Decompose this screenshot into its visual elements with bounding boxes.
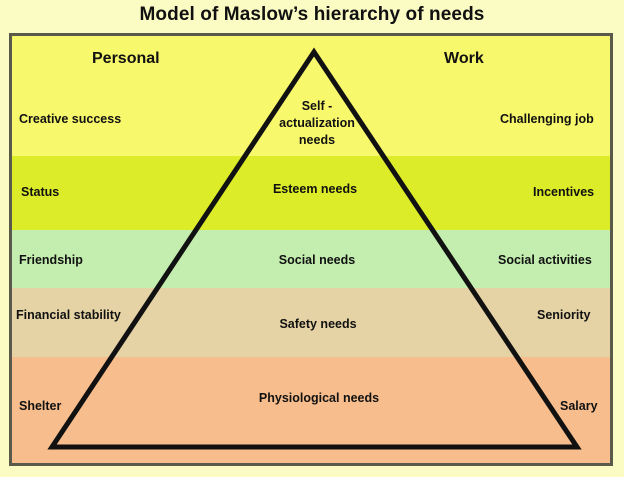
- level-band-social: [12, 230, 610, 288]
- level-band-esteem: [12, 156, 610, 230]
- personal-label-esteem: Status: [21, 185, 60, 199]
- work-label-safety: Seniority: [537, 308, 591, 322]
- need-line: Self -: [301, 99, 333, 113]
- diagram-frame: [9, 33, 613, 466]
- need-line: needs: [298, 133, 336, 147]
- personal-label-social: Friendship: [19, 253, 83, 267]
- personal-column-header: Personal: [92, 50, 160, 67]
- personal-label-safety: Financial stability: [16, 308, 121, 322]
- diagram-title: Model of Maslow’s hierarchy of needs: [139, 4, 485, 25]
- work-label-physiological: Salary: [560, 399, 598, 413]
- work-column-header: Work: [444, 50, 484, 67]
- work-label-esteem: Incentives: [533, 185, 595, 199]
- work-label-social: Social activities: [498, 253, 592, 267]
- personal-label-physiological: Shelter: [19, 399, 62, 413]
- need-label-safety: Safety needs: [279, 317, 357, 331]
- need-label-physiological: Physiological needs: [258, 391, 380, 405]
- work-label-self-actualization: Challenging job: [500, 112, 594, 126]
- personal-label-self-actualization: Creative success: [19, 112, 122, 126]
- need-label-self-actualization: Self - actualization needs: [279, 98, 355, 149]
- need-label-social: Social needs: [278, 253, 356, 267]
- need-label-esteem: Esteem needs: [272, 182, 358, 196]
- need-line: actualization: [279, 116, 355, 130]
